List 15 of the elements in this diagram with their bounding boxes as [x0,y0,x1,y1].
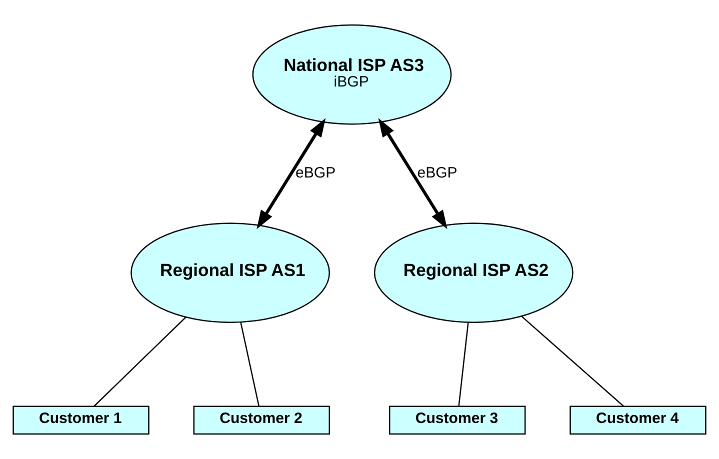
node-ellipse: Regional ISP AS1 [130,222,330,323]
node-ellipse: National ISP AS3 iBGP [252,24,452,125]
node-box: Customer 4 [570,406,706,435]
connector [458,322,469,406]
node-box: Customer 2 [193,406,330,435]
arrow [256,118,326,230]
node-ellipse: Regional ISP AS2 [374,222,574,323]
connector [240,322,260,406]
arrow [378,118,448,230]
node-box: Customer 3 [388,406,526,435]
edge-label: eBGP [296,164,336,182]
node-box: Customer 1 [12,406,150,435]
edge-label: eBGP [417,164,458,182]
connector [521,316,624,407]
connector [94,316,186,407]
